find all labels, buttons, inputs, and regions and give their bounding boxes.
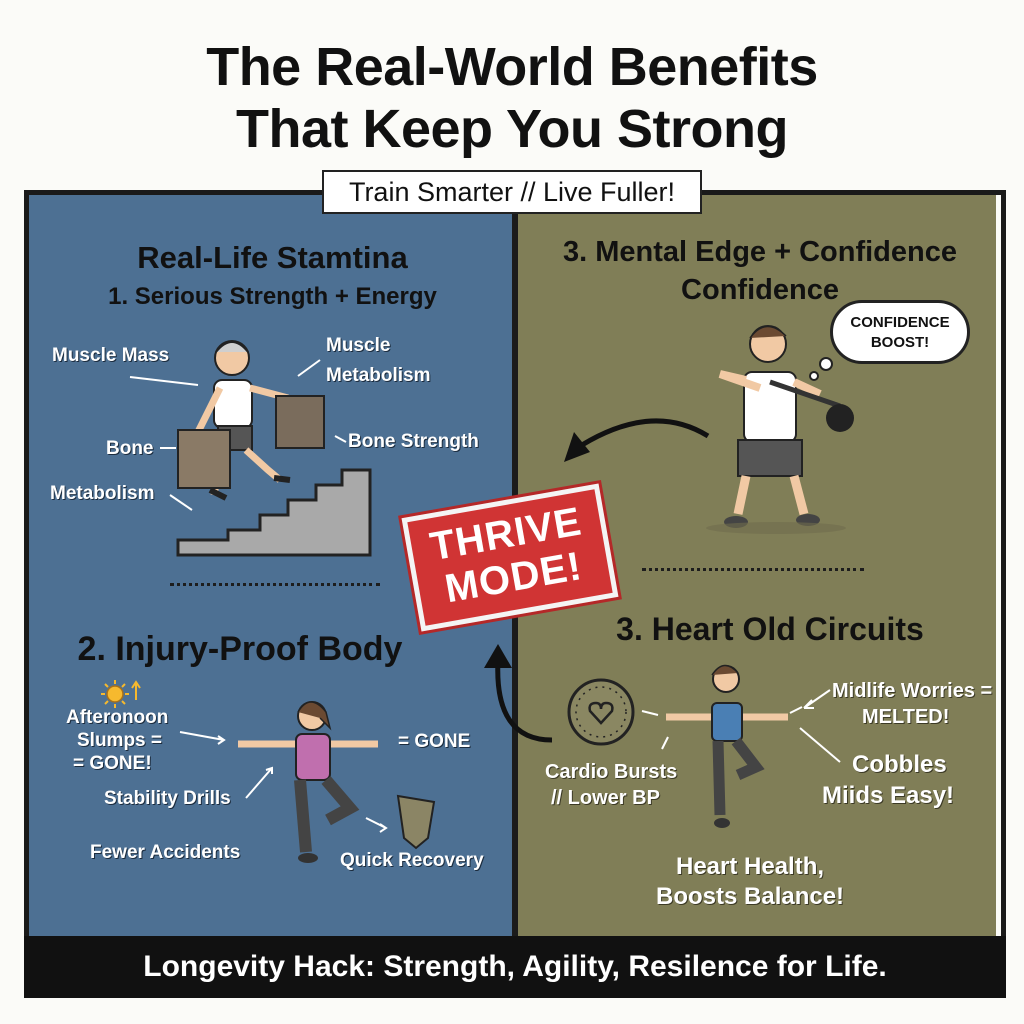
bubble-line-2: BOOST! — [870, 334, 930, 351]
label-gone: = GONE — [398, 731, 471, 752]
label-muscle-metabolism: Metabolism — [326, 365, 431, 386]
pointer-lines-icon — [799, 689, 841, 763]
curved-arrow-icon — [564, 418, 710, 462]
label-bone: Bone — [106, 438, 154, 459]
left-heading: Real-Life Stamtina — [137, 240, 408, 275]
footer-banner: Longevity Hack: Strength, Agility, Resil… — [24, 936, 1006, 998]
page-title: The Real-World Benefits That Keep You St… — [0, 36, 1024, 160]
title-line-1: The Real-World Benefits — [206, 37, 818, 97]
label-muscle: Muscle — [326, 335, 391, 356]
label-minds-easy: Miids Easy! — [822, 782, 955, 809]
right-heading-line-2: Confidence — [681, 274, 839, 306]
shield-icon — [396, 794, 436, 850]
label-melted: MELTED! — [862, 706, 950, 728]
label-metabolism: Metabolism — [50, 483, 155, 504]
label-slumps-gone: = GONE! — [73, 753, 152, 774]
label-cobbles: Cobbles — [852, 751, 947, 778]
stairs-climber-illustration — [129, 340, 372, 557]
heart-monitor-icon — [567, 678, 635, 746]
sun-icon — [101, 680, 141, 708]
arrow-muscle-mass-icon — [129, 376, 199, 386]
arrow-muscle-metabolism-icon — [297, 359, 321, 377]
bubble-line-1: CONFIDENCE — [850, 314, 950, 331]
label-lower-bp: // Lower BP — [551, 787, 660, 809]
label-fewer-accidents: Fewer Accidents — [90, 842, 241, 863]
label-boosts-balance: Boosts Balance! — [656, 883, 845, 910]
label-stability-drills: Stability Drills — [104, 788, 231, 809]
kettlebell-man-illustration — [706, 325, 854, 534]
section-divider-left — [170, 583, 380, 586]
balance-woman-illustration — [179, 701, 436, 863]
thought-bubble: CONFIDENCE BOOST! — [830, 300, 970, 364]
label-cardio-bursts: Cardio Bursts — [545, 761, 678, 783]
shopping-bag-icon — [275, 395, 325, 449]
balance-woman-right-illustration — [641, 664, 803, 828]
shopping-bag-icon — [177, 429, 231, 489]
subtitle-banner: Train Smarter // Live Fuller! — [322, 170, 702, 214]
label-quick-recovery: Quick Recovery — [340, 850, 484, 871]
left-subheading-2: 2. Injury-Proof Body — [77, 630, 403, 668]
stairs-icon — [176, 468, 372, 557]
right-subheading-2: 3. Heart Old Circuits — [616, 611, 924, 647]
label-muscle-mass: Muscle Mass — [52, 345, 170, 366]
left-subheading-1: 1. Serious Strength + Energy — [108, 283, 437, 310]
label-bone-strength: Bone Strength — [348, 431, 479, 452]
right-heading: 3. Mental Edge + Confidence — [563, 236, 957, 268]
thought-dots-icon — [809, 357, 833, 381]
curved-arrow-up-icon — [484, 644, 553, 743]
label-heart-health: Heart Health, — [676, 853, 825, 880]
label-slumps: Slumps = — [77, 730, 162, 751]
label-afternoon: Afteronoon — [66, 707, 169, 728]
label-midlife: Midlife Worries = — [832, 680, 993, 702]
title-line-2: That Keep You Strong — [235, 99, 789, 159]
section-divider-right — [642, 568, 864, 571]
